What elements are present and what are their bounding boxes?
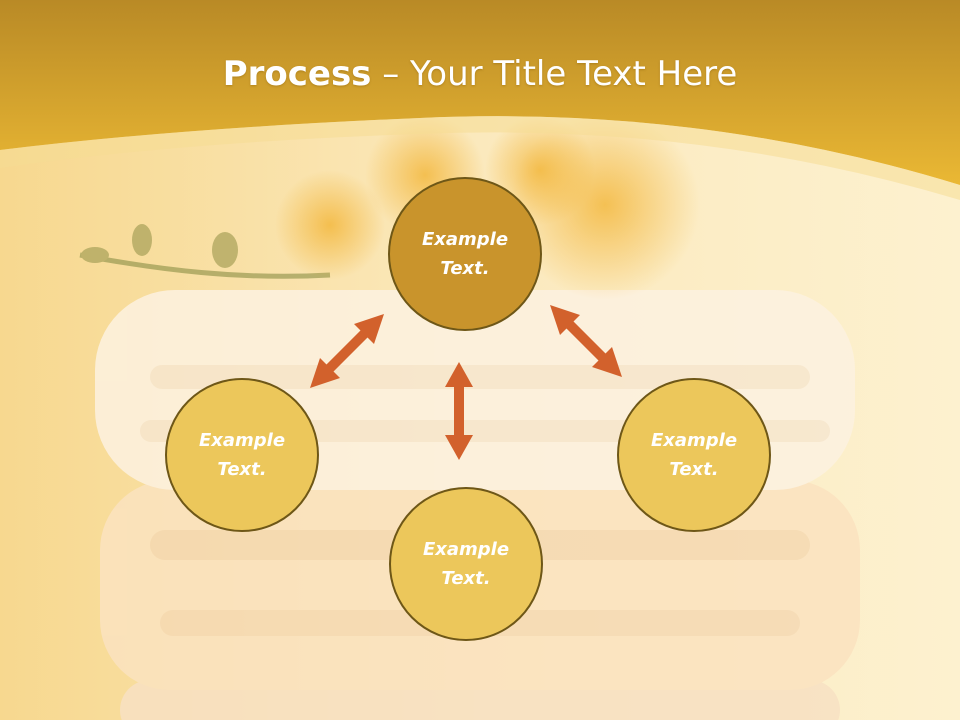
node-label: Example Text. bbox=[421, 229, 509, 279]
arrow-connectors bbox=[310, 305, 622, 460]
node-label: Example Text. bbox=[650, 430, 738, 480]
process-node-hub: Example Text. bbox=[388, 177, 542, 331]
title-rest: – Your Title Text Here bbox=[371, 54, 738, 94]
node-label: Example Text. bbox=[198, 430, 286, 480]
process-node-bottom: Example Text. bbox=[389, 487, 543, 641]
node-label: Example Text. bbox=[422, 539, 510, 589]
title-bold: Process bbox=[222, 54, 372, 94]
slide-title: Process – Your Title Text Here bbox=[0, 52, 960, 96]
process-node-left: Example Text. bbox=[165, 378, 319, 532]
process-node-right: Example Text. bbox=[617, 378, 771, 532]
flower-stem bbox=[79, 224, 331, 279]
flower-blooms bbox=[275, 110, 700, 300]
